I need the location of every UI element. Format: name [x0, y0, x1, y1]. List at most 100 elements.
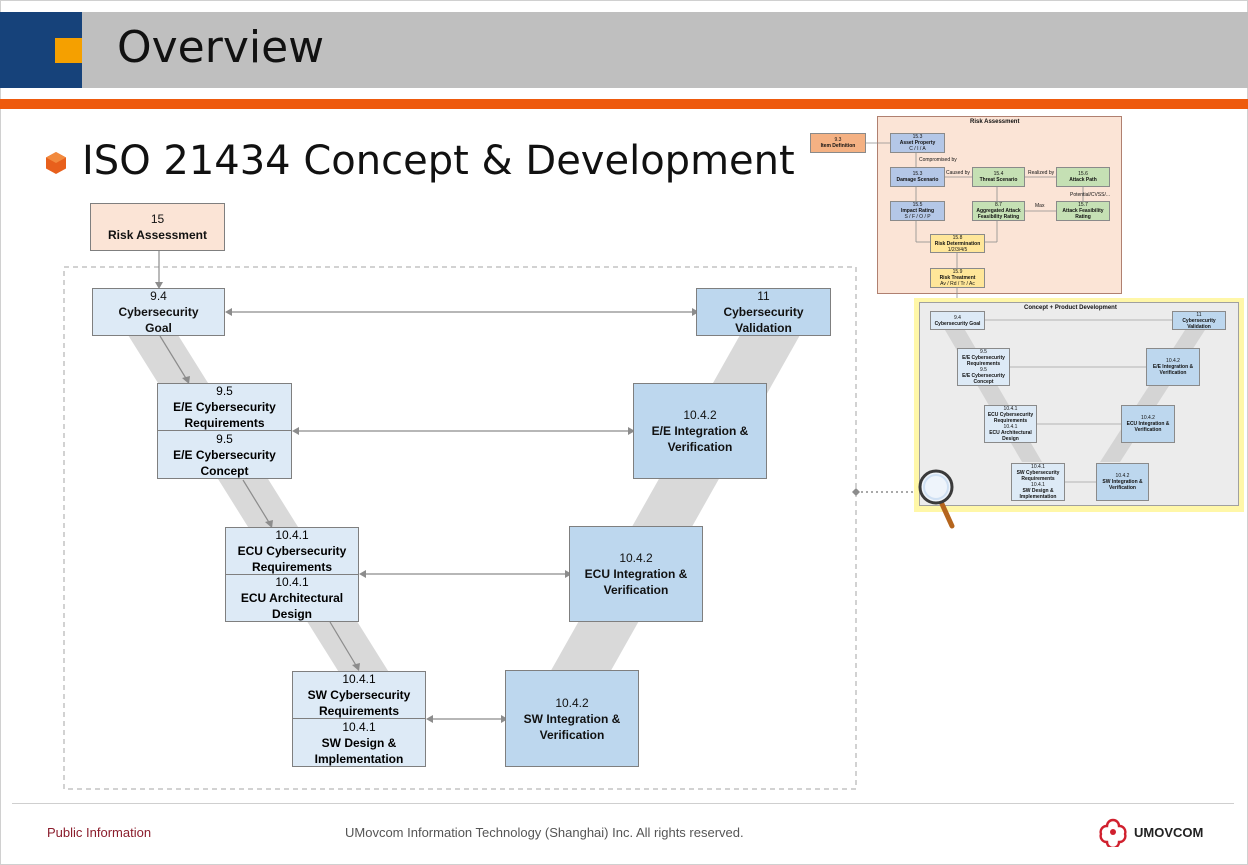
- mini-sw-box: 10.4.1 SW Cybersecurity Requirements 10.…: [1011, 463, 1065, 501]
- mini-ee-concept-label: E/E Cybersecurity Concept: [962, 373, 1005, 385]
- aggregated-feasibility-box: 8.7 Aggregated Attack Feasibility Rating: [972, 201, 1025, 221]
- mini-ecu-int-label: ECU Integration & Verification: [1126, 421, 1170, 433]
- item-def-number: 9.3: [834, 137, 842, 143]
- sw-requirements-cell: 10.4.1 SW Cybersecurity Requirements: [293, 672, 425, 719]
- ee-int-number: 10.4.2: [683, 408, 717, 422]
- ecu-arch-label: ECU Architectural Design: [240, 590, 344, 621]
- agg-label: Aggregated Attack Feasibility Rating: [976, 208, 1021, 220]
- risk-assessment-box: 15 Risk Assessment: [90, 203, 225, 251]
- treatment-number: 15.9: [952, 269, 963, 275]
- threat-label: Threat Scenario: [979, 177, 1018, 183]
- ee-integration-box: 10.4.2 E/E Integration & Verification: [633, 383, 767, 479]
- mini-ecu-arch-label: ECU Architectural Design: [989, 430, 1032, 442]
- sw-req-label: SW Cybersecurity Requirements: [307, 688, 411, 718]
- sw-design-label: SW Design & Implementation: [314, 735, 404, 766]
- sw-int-label: SW Integration & Verification: [523, 711, 621, 742]
- asset-label: Asset Property: [899, 140, 936, 146]
- header-divider: [0, 99, 1248, 109]
- ecu-req-label: ECU Cybersecurity Requirements: [237, 543, 347, 574]
- impact-sub: S / F / O / P: [904, 214, 931, 220]
- footer-divider: [12, 803, 1234, 804]
- mini-sw-int-box: 10.4.2 SW Integration & Verification: [1096, 463, 1149, 501]
- sw-req-number: 10.4.1: [342, 672, 376, 686]
- feas-label: Attack Feasibility Rating: [1062, 208, 1104, 220]
- potential-label: Potential/CVSS/...: [1070, 192, 1111, 198]
- goal-number: 9.4: [150, 289, 167, 303]
- realized-by-label: Realized by: [1028, 170, 1055, 176]
- hexagon-bullet-icon: [46, 152, 66, 174]
- attack-path-label: Attack Path: [1069, 177, 1097, 183]
- ee-to-ecu-arrow: [242, 479, 271, 525]
- classification-label: Public Information: [47, 825, 152, 840]
- attack-feasibility-box: 15.7 Attack Feasibility Rating: [1056, 201, 1110, 221]
- asset-property-box: 15.3 Asset Property C / I / A: [890, 133, 945, 153]
- agg-number: 8.7: [995, 202, 1002, 208]
- umovcom-logo-icon: [1099, 818, 1127, 847]
- mini-ee-int-box: 10.4.2 E/E Integration & Verification: [1146, 348, 1200, 386]
- ecu-design-cell: 10.4.1 ECU Architectural Design: [226, 575, 358, 622]
- mini-ecu-req-number: 10.4.1: [1003, 406, 1018, 412]
- mini-sw-req-number: 10.4.1: [1031, 464, 1045, 470]
- concept-panel-title: Concept + Product Development: [1024, 305, 1117, 311]
- mini-ecu-box: 10.4.1 ECU Cybersecurity Requirements 10…: [984, 405, 1037, 443]
- impact-label: Impact Rating: [900, 208, 935, 214]
- compromised-by-label: Compromised by: [919, 157, 957, 163]
- risk-panel-title: Risk Assessment: [970, 119, 1020, 125]
- goal-label: Cybersecurity Goal: [118, 305, 199, 335]
- sw-design-cell: 10.4.1 SW Design & Implementation: [293, 719, 425, 766]
- sw-int-number: 10.4.2: [555, 695, 589, 710]
- ee-concept-label: E/E Cybersecurity Concept: [173, 447, 276, 478]
- ecu-requirements-design-box: 10.4.1 ECU Cybersecurity Requirements 10…: [225, 527, 359, 622]
- mini-sw-req-label: SW Cybersecurity Requirements: [1016, 470, 1060, 482]
- threat-scenario-box: 15.4 Threat Scenario: [972, 167, 1025, 187]
- item-definition-box: 9.3 Item Definition: [810, 133, 866, 153]
- mini-sw-design-label: SW Design & Implementation: [1019, 488, 1057, 500]
- validation-number: 11: [757, 289, 770, 303]
- mini-ecu-req-label: ECU Cybersecurity Requirements: [987, 412, 1034, 424]
- asset-sub: C / I / A: [909, 146, 926, 152]
- mini-ee-concept-number: 9.5: [980, 367, 987, 373]
- cybersecurity-goal-box: 9.4 Cybersecurity Goal: [92, 288, 225, 336]
- sw-requirements-design-box: 10.4.1 SW Cybersecurity Requirements 10.…: [292, 671, 426, 767]
- impact-rating-box: 15.5 Impact Rating S / F / O / P: [890, 201, 945, 221]
- risk-treatment-box: 15.9 Risk Treatment Av / Rd / Tr / Ac: [930, 268, 985, 288]
- ecu-arch-number: 10.4.1: [275, 574, 309, 589]
- ee-concept-number: 9.5: [216, 431, 233, 446]
- ee-concept-cell: 9.5 E/E Cybersecurity Concept: [158, 431, 291, 478]
- damage-scenario-box: 15.3 Damage Scenario: [890, 167, 945, 187]
- damage-label: Damage Scenario: [896, 177, 939, 183]
- impact-number: 15.5: [912, 202, 923, 208]
- mini-validation-box: 11 Cybersecurity Validation: [1172, 311, 1226, 330]
- mini-goal-box: 9.4 Cybersecurity Goal: [930, 311, 985, 330]
- mini-goal-label: Cybersecurity Goal: [934, 320, 981, 327]
- goal-to-ee-arrow: [159, 335, 188, 381]
- risk-determination-box: 15.8 Risk Determination 1/2/3/4/5: [930, 234, 985, 253]
- page-title: Overview: [117, 22, 325, 73]
- risk-number: 15: [150, 212, 165, 226]
- damage-number: 15.3: [912, 171, 923, 177]
- mini-ee-int-label: E/E Integration & Verification: [1152, 364, 1194, 376]
- ecu-to-sw-arrow: [329, 621, 358, 668]
- copyright-text: UMovcom Information Technology (Shanghai…: [345, 825, 744, 840]
- development-boundary: [63, 266, 857, 790]
- cybersecurity-validation-box: 11 Cybersecurity Validation: [696, 288, 831, 336]
- mini-validation-number: 11: [1196, 311, 1202, 318]
- mini-sw-int-number: 10.4.2: [1115, 473, 1130, 479]
- ee-req-number: 9.5: [216, 384, 233, 398]
- mini-ee-req-label: E/E Cybersecurity Requirements: [962, 355, 1005, 367]
- asset-number: 15.3: [912, 134, 923, 140]
- ee-int-label: E/E Integration & Verification: [651, 424, 749, 454]
- treatment-sub: Av / Rd / Tr / Ac: [940, 281, 975, 287]
- mini-ecu-arch-number: 10.4.1: [1003, 424, 1018, 430]
- risk-label: Risk Assessment: [108, 228, 207, 242]
- mini-ee-int-number: 10.4.2: [1166, 358, 1180, 364]
- caused-by-label: Caused by: [946, 170, 970, 176]
- mini-goal-number: 9.4: [954, 314, 961, 321]
- determination-number: 15.8: [952, 234, 963, 241]
- determination-label: Risk Determination: [934, 240, 981, 247]
- feas-number: 15.7: [1078, 202, 1088, 208]
- ecu-integration-box: 10.4.2 ECU Integration & Verification: [569, 526, 703, 622]
- ecu-int-number: 10.4.2: [619, 551, 653, 565]
- sw-integration-box: 10.4.2 SW Integration & Verification: [505, 670, 639, 767]
